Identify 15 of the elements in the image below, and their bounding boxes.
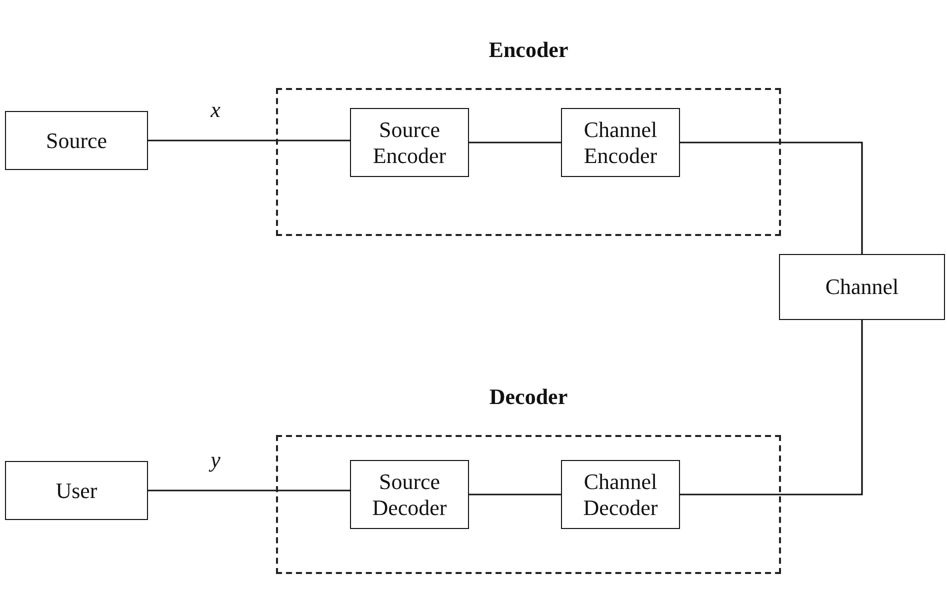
- connector-line: [469, 494, 561, 496]
- process-box: Source Encoder: [350, 108, 469, 177]
- connector-line: [148, 490, 350, 492]
- process-box: Channel: [779, 254, 945, 320]
- connector-line: [680, 320, 863, 496]
- group-title: Decoder: [489, 383, 568, 411]
- process-box: Source Decoder: [350, 460, 469, 529]
- connector-line: [680, 142, 863, 254]
- process-box: User: [5, 461, 148, 520]
- process-box: Source: [5, 111, 148, 170]
- process-box: Channel Decoder: [561, 460, 680, 529]
- group-title: Encoder: [488, 36, 568, 64]
- connector-line: [148, 140, 350, 142]
- connector-line: [469, 142, 561, 144]
- process-box: Channel Encoder: [561, 108, 680, 177]
